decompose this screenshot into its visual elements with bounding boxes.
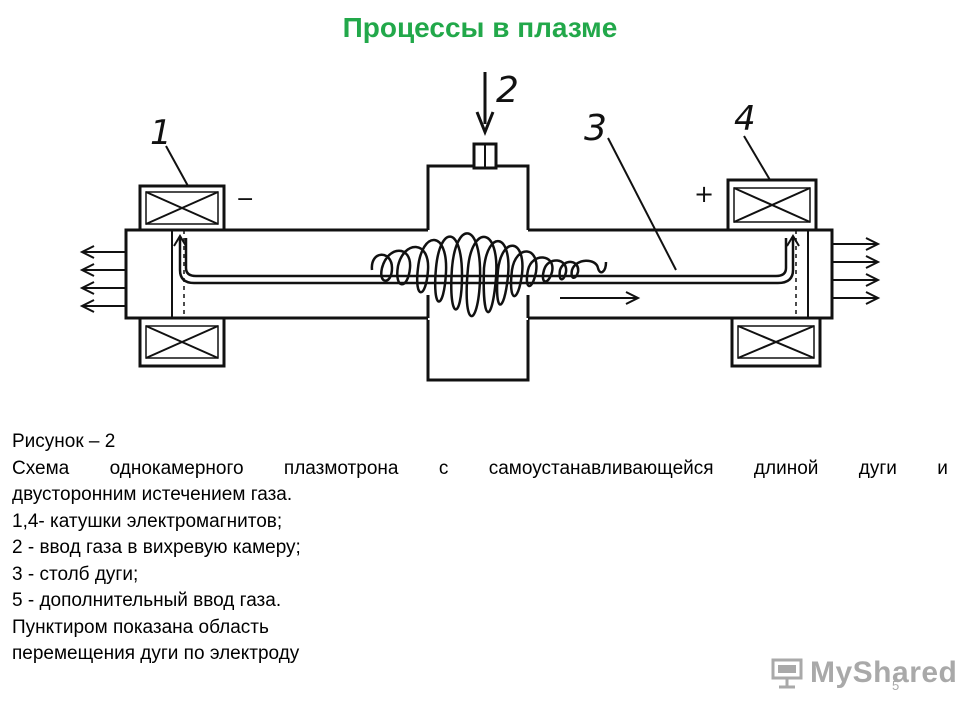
- coil-right-bottom: [730, 316, 822, 368]
- caption-word: и: [937, 457, 948, 479]
- caption-description-line1: Схема однокамерного плазмотрона с самоус…: [12, 456, 948, 483]
- legend-item: 5 - дополнительный ввод газа.: [12, 590, 282, 611]
- caption-note-line1: Пунктиром показана область: [12, 616, 269, 638]
- gas-inlet-arrow: [475, 72, 495, 137]
- label-plus: +: [694, 180, 714, 208]
- label-coil-right: 4: [734, 99, 756, 139]
- legend-item: 1,4- катушки электромагнитов;: [12, 510, 283, 532]
- caption-description-line2: двусторонним истечением газа.: [12, 484, 293, 505]
- vortex-chamber: [426, 164, 530, 382]
- watermark-text: MyShared: [810, 656, 958, 689]
- caption-word: Схема: [12, 457, 70, 479]
- caption-word: дуги: [858, 457, 897, 479]
- caption-word: длиной: [753, 457, 819, 479]
- arc-column: [178, 238, 795, 285]
- figure-caption: Рисунок – 2 Схема однокамерного плазмотр…: [12, 429, 948, 668]
- leader-3: [607, 137, 677, 271]
- caption-word: с: [438, 457, 449, 479]
- coil-left-top: [138, 184, 226, 232]
- vortex-swirl: [370, 232, 608, 318]
- coil-left-bottom: [138, 316, 226, 368]
- leader-4: [743, 135, 771, 181]
- coil-right-top: [726, 178, 818, 232]
- leader-1: [165, 145, 189, 187]
- legend-item: 2 - ввод газа в вихревую камеру;: [12, 537, 301, 558]
- label-coil-left: 1: [150, 113, 172, 153]
- flow-arrow: [560, 291, 641, 305]
- figure-label: Рисунок – 2: [12, 431, 116, 452]
- label-gas-inlet: 2: [496, 70, 519, 111]
- outflow-arrows-left: [79, 245, 126, 313]
- label-arc-column: 3: [584, 108, 607, 149]
- caption-word: однокамерного: [109, 457, 244, 479]
- label-minus: −: [236, 187, 254, 212]
- presentation-board-icon: [771, 658, 803, 689]
- page-number: 5: [892, 678, 900, 693]
- watermark: MyShared: [770, 656, 957, 690]
- caption-note-line2: перемещения дуги по электроду: [12, 643, 300, 664]
- caption-word: самоустанавливающейся: [488, 457, 714, 479]
- outflow-arrows-right: [832, 237, 881, 305]
- page-title: Процессы в плазме: [342, 12, 618, 43]
- plasmatron-diagram: 1 2 3 4 − +: [79, 70, 881, 382]
- legend-item: 3 - столб дуги;: [12, 563, 139, 585]
- caption-word: плазмотрона: [283, 457, 399, 479]
